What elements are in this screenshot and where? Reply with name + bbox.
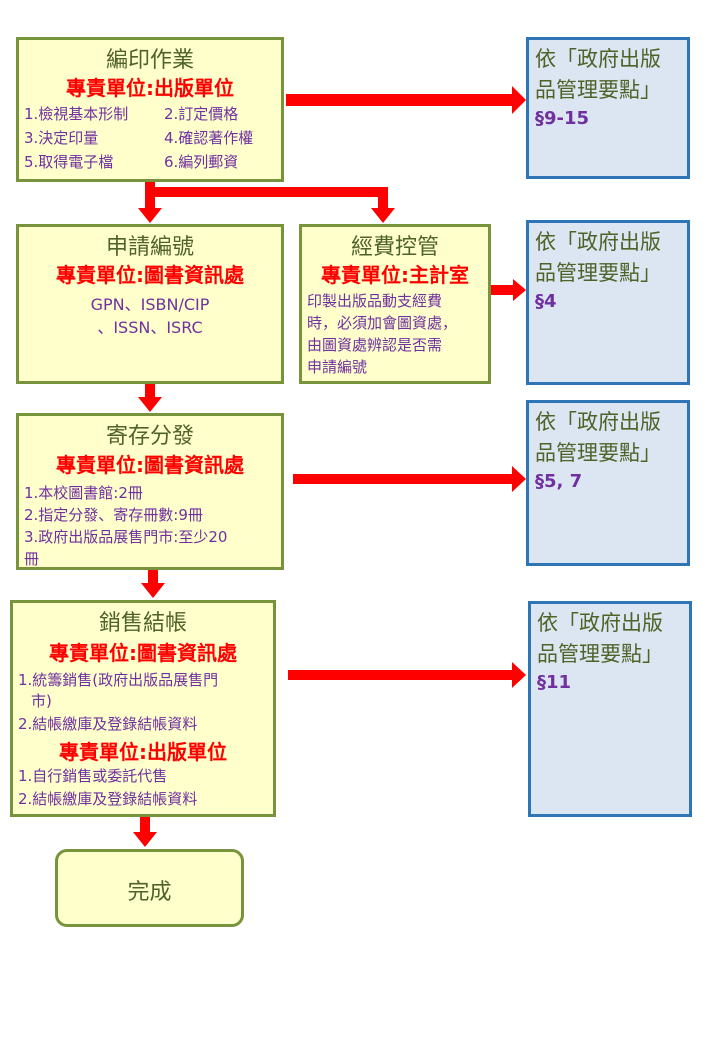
step-sales-unit-1: 專責單位:圖書資訊處 xyxy=(49,641,237,665)
step-sales-line2-2: 2.結帳繳庫及登錄結帳資料 xyxy=(18,790,198,808)
ref-3-line-2: 品管理要點」 xyxy=(535,441,661,465)
ref-2-line-1: 依「政府出版 xyxy=(535,230,661,254)
step-budget-line-3: 由圖資處辨認是否需 xyxy=(307,336,443,354)
step-apply-box: 申請編號 專責單位:圖書資訊處 GPN、ISBN/CIP 、ISSN、ISRC xyxy=(16,224,284,384)
step-apply-unit: 專責單位:圖書資訊處 xyxy=(56,263,244,287)
ref-2-line-2: 品管理要點」 xyxy=(535,261,661,285)
step-budget-title: 經費控管 xyxy=(350,235,439,260)
step-done-box: 完成 xyxy=(55,849,244,927)
step-edit-item-6: 6.編列郵資 xyxy=(164,153,239,171)
step-apply-line-1: GPN、ISBN/CIP xyxy=(90,295,210,314)
step-deposit-line-1: 1.本校圖書館:2冊 xyxy=(24,484,143,502)
arrow-branch-to-budget xyxy=(371,197,395,223)
arrow-apply-to-deposit xyxy=(138,383,162,412)
ref-4-line-1: 依「政府出版 xyxy=(537,611,663,635)
step-sales-line1-1: 1.統籌銷售(政府出版品展售門 xyxy=(18,671,219,689)
step-sales-line2-1: 1.自行銷售或委託代售 xyxy=(18,767,168,785)
ref-2-section: §4 xyxy=(535,291,557,312)
step-deposit-box: 寄存分發 專責單位:圖書資訊處 1.本校圖書館:2冊 2.指定分發、寄存冊數:9… xyxy=(16,413,284,570)
step-sales-box: 銷售結帳 專責單位:圖書資訊處 1.統籌銷售(政府出版品展售門 市) 2.結帳繳… xyxy=(10,600,276,817)
ref-3-section: §5, 7 xyxy=(535,471,583,492)
step-done-title: 完成 xyxy=(127,880,172,905)
step-edit-item-1: 1.檢視基本形制 xyxy=(24,105,129,123)
arrow-budget-to-ref2 xyxy=(491,279,526,301)
step-sales-line1-2: 市) xyxy=(31,692,52,710)
ref-1-line-1: 依「政府出版 xyxy=(535,47,661,71)
step-edit-title: 編印作業 xyxy=(105,48,194,73)
ref-1-section: §9-15 xyxy=(535,108,590,129)
step-budget-line-1: 印製出版品動支經費 xyxy=(307,292,443,310)
arrow-deposit-to-ref3 xyxy=(293,466,526,492)
arrow-sales-to-ref4 xyxy=(288,662,526,688)
ref-4-line-2: 品管理要點」 xyxy=(537,642,663,666)
step-deposit-line-2: 2.指定分發、寄存冊數:9冊 xyxy=(24,506,203,524)
step-deposit-line-4: 冊 xyxy=(24,550,40,568)
ref-box-1: 依「政府出版 品管理要點」 §9-15 xyxy=(526,37,690,179)
step-edit-item-2: 2.訂定價格 xyxy=(164,105,239,123)
ref-3-line-1: 依「政府出版 xyxy=(535,410,661,434)
step-apply-title: 申請編號 xyxy=(105,235,194,260)
step-sales-line1-3: 2.結帳繳庫及登錄結帳資料 xyxy=(18,715,198,733)
ref-box-4: 依「政府出版 品管理要點」 §11 xyxy=(528,601,692,817)
arrow-branch-bar xyxy=(155,187,388,197)
step-sales-title: 銷售結帳 xyxy=(98,611,187,636)
arrow-edit-to-ref1 xyxy=(286,86,526,114)
arrow-edit-to-apply xyxy=(138,181,162,223)
step-deposit-title: 寄存分發 xyxy=(105,424,194,449)
step-edit-unit: 專責單位:出版單位 xyxy=(66,76,234,100)
ref-box-3: 依「政府出版 品管理要點」 §5, 7 xyxy=(526,400,690,566)
step-edit-item-5: 5.取得電子檔 xyxy=(24,153,114,171)
step-edit-box: 編印作業 專責單位:出版單位 1.檢視基本形制 2.訂定價格 3.決定印量 4.… xyxy=(16,37,284,182)
ref-1-line-2: 品管理要點」 xyxy=(535,78,661,102)
step-edit-item-4: 4.確認著作權 xyxy=(164,129,254,147)
arrow-deposit-to-sales xyxy=(141,570,165,598)
step-budget-line-2: 時，必須加會圖資處， xyxy=(307,314,458,332)
ref-4-section: §11 xyxy=(537,672,572,693)
ref-box-2: 依「政府出版 品管理要點」 §4 xyxy=(526,220,690,385)
step-budget-unit: 專責單位:主計室 xyxy=(321,263,469,287)
step-edit-item-3: 3.決定印量 xyxy=(24,129,99,147)
step-budget-box: 經費控管 專責單位:主計室 印製出版品動支經費 時，必須加會圖資處， 由圖資處辨… xyxy=(299,224,491,384)
step-budget-line-4: 申請編號 xyxy=(307,358,368,376)
step-sales-unit-2: 專責單位:出版單位 xyxy=(59,740,227,764)
step-apply-line-2: 、ISSN、ISRC xyxy=(97,318,203,337)
arrow-sales-to-done xyxy=(133,817,157,847)
step-deposit-line-3: 3.政府出版品展售門市:至少20 xyxy=(24,528,228,546)
step-deposit-unit: 專責單位:圖書資訊處 xyxy=(56,453,244,477)
